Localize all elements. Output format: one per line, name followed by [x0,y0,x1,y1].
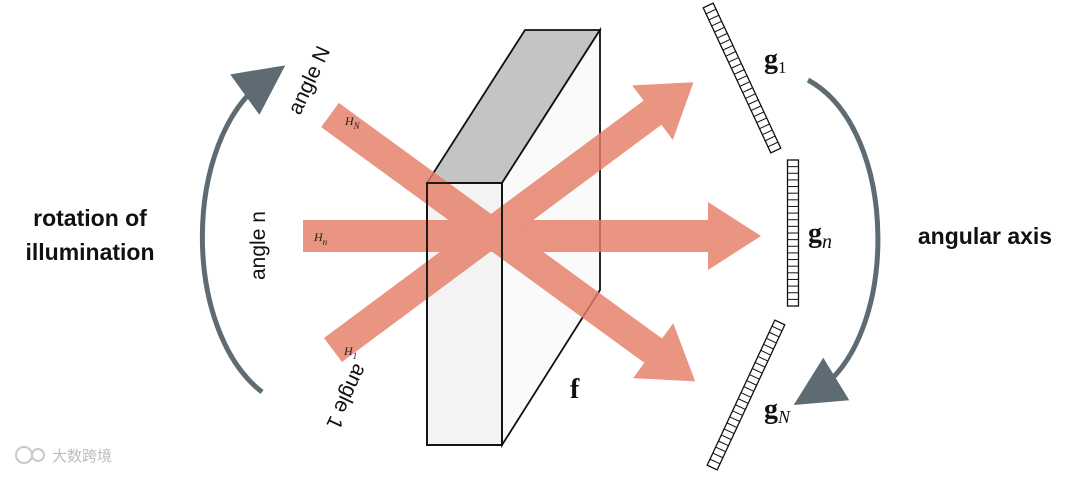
watermark-logo-icon [15,446,33,464]
detector-cell-divider [745,93,756,99]
watermark-logo-dot-icon [31,448,45,462]
detector-cell-divider [739,81,751,87]
detector-bottom-label: gN [764,394,791,427]
detector-cell-divider [719,38,731,45]
detector-cell-divider [766,337,777,344]
detector-cell-divider [717,32,728,39]
detector-cell-divider [764,135,776,142]
watermark: 大数跨境 [15,446,112,465]
detector-cell-divider [768,331,780,338]
detector-cell-divider [752,368,763,374]
detector-cell-divider [733,69,745,75]
detector-cell-divider [763,343,774,350]
detector-cell-divider [749,374,760,380]
detector-cell-divider [759,123,770,130]
detector-cell-divider [737,398,749,404]
detector-cell-divider [705,8,717,15]
detector-cell-divider [760,349,771,356]
detector-cell-divider [750,105,762,111]
detector-cell-divider [757,355,769,362]
slab-front-outline [426,182,503,446]
beam-top-label: HN [344,114,361,131]
detector-cell-divider [762,129,773,136]
detector-cell-divider [721,434,732,441]
detector-cell-divider [715,446,726,453]
detector-cell-divider [718,440,729,447]
rotation-title-line1: rotation of [33,205,147,231]
angular-axis-title: angular axis [918,223,1052,249]
detector-bottom [706,319,786,471]
detector-cell-divider [725,51,736,57]
detector-cell-divider [722,45,734,51]
detector-mid [786,159,800,307]
beam-mid [303,202,761,270]
beam-mid-label: Hn [313,230,328,247]
beam-bottom-label: H1 [343,344,357,361]
detector-cell-divider [708,14,720,21]
detector-cell-divider [723,428,735,435]
detector-cell-divider [735,404,746,410]
detector-cell-divider [714,26,725,33]
detector-cell-divider [732,410,743,416]
detector-cell-divider [742,87,753,93]
detector-cell-divider [754,362,766,368]
detector-cell-divider [756,117,767,124]
angular-axis-arrow-icon [793,77,881,406]
object-label: f [570,374,580,405]
detector-cell-divider [726,422,738,428]
angle-bottom-label: angle 1 [321,360,371,432]
detector-cell-divider [731,63,742,69]
angle-mid-label: angle n [247,211,270,280]
beam-bottom [324,82,694,363]
detector-cell-divider [753,111,765,118]
beams [303,82,761,382]
detector-mid-label: gn [808,218,832,253]
detector-cell-divider [729,416,740,422]
detector-cell-divider [728,57,739,63]
detector-cell-divider [709,458,721,465]
detector-cell-divider [711,20,722,27]
detector-cell-divider [748,99,759,105]
rotation-title-line2: illumination [25,239,154,265]
detector-cell-divider [712,452,724,459]
detector-cell-divider [743,386,755,392]
watermark-text: 大数跨境 [52,447,112,465]
detector-cell-divider [771,325,783,332]
detector-cell-divider [740,392,752,398]
angle-top-label: angle N [284,43,335,118]
detector-cell-divider [736,75,748,81]
detector-cell-divider [746,380,757,386]
detector-cell-divider [767,141,779,148]
detector-top [702,2,782,154]
detector-top-label: g1 [764,44,787,77]
rotation-arrow-icon [199,65,286,394]
